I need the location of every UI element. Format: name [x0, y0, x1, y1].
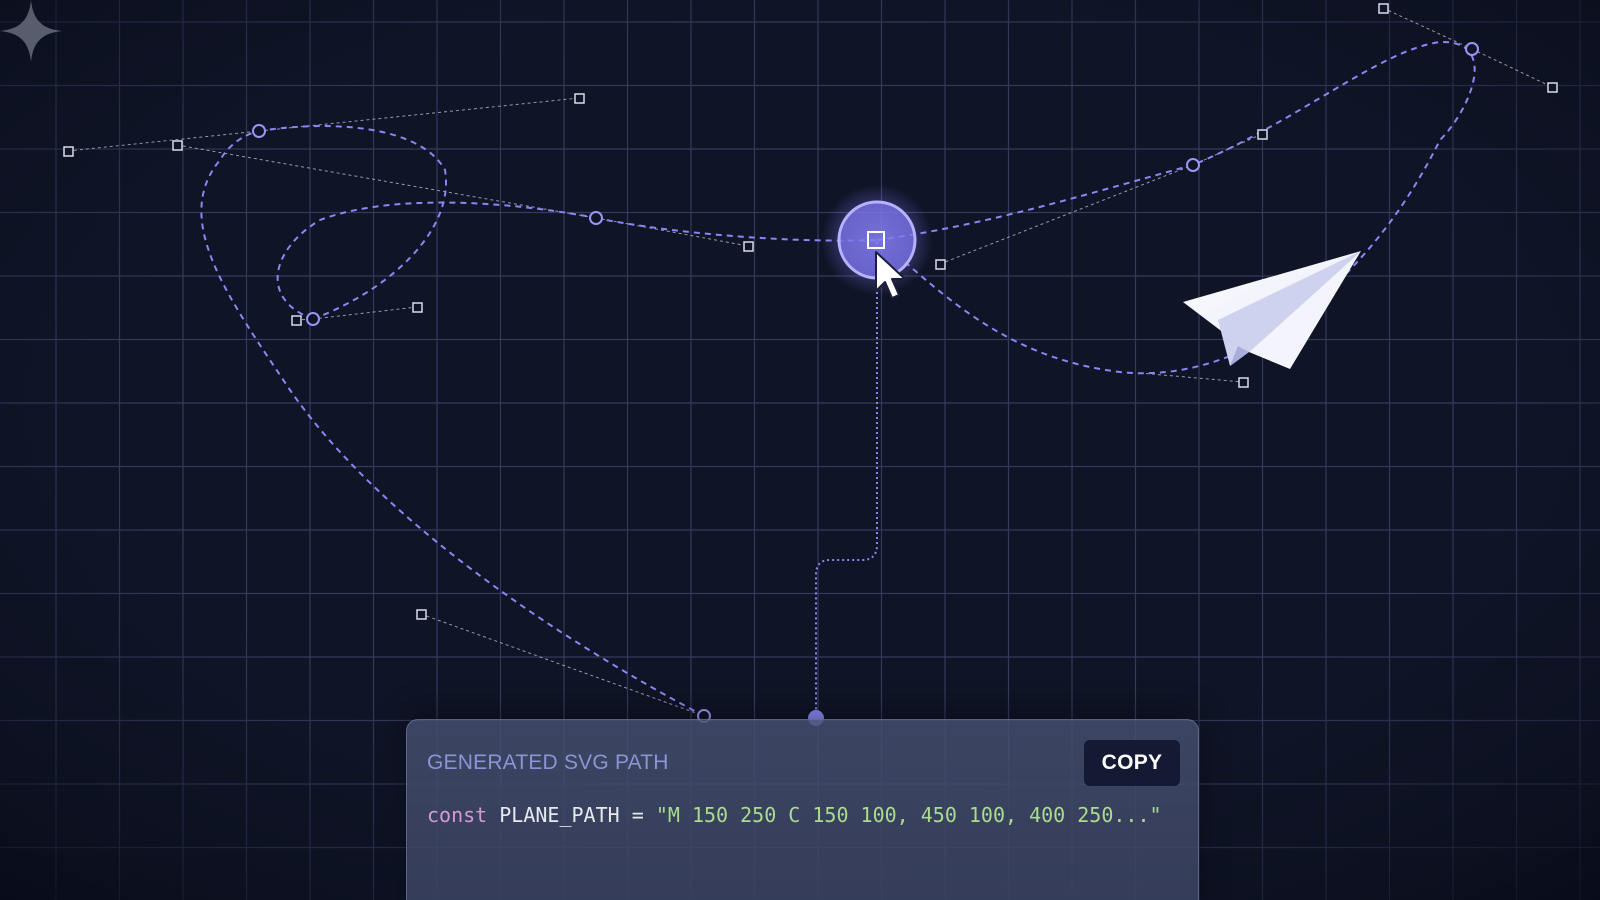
- code-string: "M 150 250 C 150 100, 450 100, 400 250..…: [655, 803, 1162, 827]
- control-handle[interactable]: [1238, 377, 1249, 388]
- control-handle[interactable]: [63, 146, 74, 157]
- handle-line: [176, 144, 597, 219]
- handle-line: [1471, 48, 1553, 88]
- control-handle[interactable]: [1257, 129, 1268, 140]
- control-handle[interactable]: [172, 140, 183, 151]
- control-handle[interactable]: [1378, 3, 1389, 14]
- arrow-cursor-icon: [875, 251, 906, 299]
- path-segment[interactable]: [595, 217, 878, 242]
- handle-lines: [67, 7, 1553, 717]
- sparkle-icon: [0, 0, 62, 62]
- generated-path-panel: GENERATED SVG PATH COPY const PLANE_PATH…: [406, 719, 1199, 900]
- panel-title: GENERATED SVG PATH: [427, 751, 669, 774]
- connector-line: [815, 242, 878, 720]
- code-keyword: const: [427, 803, 488, 827]
- handle-line: [67, 130, 260, 152]
- code-snippet[interactable]: const PLANE_PATH = "M 150 250 C 150 100,…: [427, 802, 1162, 828]
- plane-underside: [1230, 346, 1249, 366]
- control-handles[interactable]: [63, 3, 1558, 620]
- anchor-point[interactable]: [252, 124, 266, 138]
- active-node-handle[interactable]: [867, 231, 885, 249]
- anchor-point[interactable]: [1186, 158, 1200, 172]
- handle-line: [1192, 133, 1263, 166]
- paper-plane-icon[interactable]: [1183, 251, 1361, 369]
- control-handle[interactable]: [1547, 82, 1558, 93]
- anchor-point[interactable]: [1465, 42, 1479, 56]
- control-handle[interactable]: [412, 302, 423, 313]
- plane-body: [1249, 251, 1361, 369]
- path-segment[interactable]: [258, 125, 448, 320]
- code-identifier: PLANE_PATH: [499, 803, 620, 827]
- path-segment[interactable]: [200, 130, 705, 717]
- control-handle[interactable]: [743, 241, 754, 252]
- path-segment[interactable]: [276, 201, 597, 320]
- control-handle[interactable]: [935, 259, 946, 270]
- handle-line: [1139, 372, 1244, 383]
- handle-line: [1382, 7, 1473, 50]
- control-handle[interactable]: [574, 93, 585, 104]
- plane-fold: [1218, 251, 1361, 366]
- path-segment[interactable]: [876, 40, 1476, 291]
- code-operator: =: [631, 803, 644, 827]
- control-handle[interactable]: [291, 315, 302, 326]
- control-handle[interactable]: [416, 609, 427, 620]
- anchor-point[interactable]: [589, 211, 603, 225]
- anchor-point[interactable]: [306, 312, 320, 326]
- copy-button[interactable]: COPY: [1084, 740, 1180, 786]
- handle-line: [420, 613, 705, 717]
